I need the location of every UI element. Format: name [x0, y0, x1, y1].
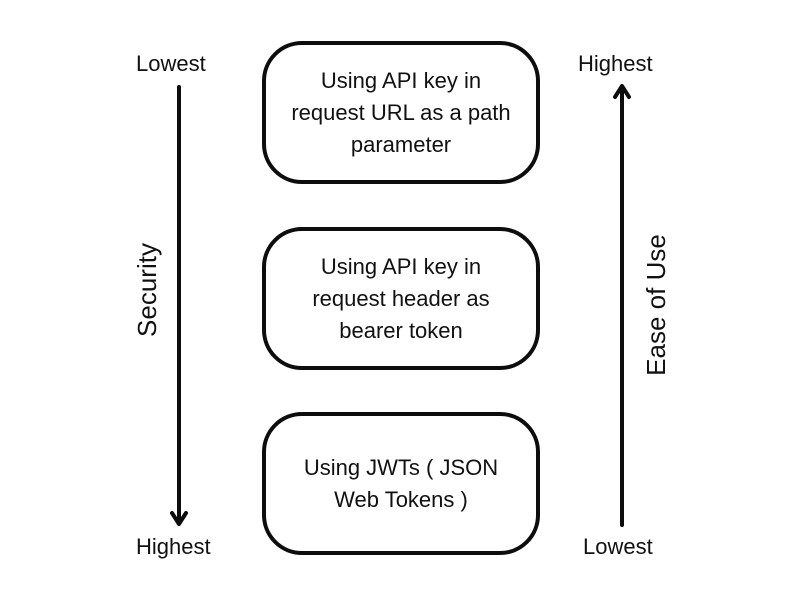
- method-box-text: Using API key in request header as beare…: [312, 253, 490, 343]
- security-axis-title: Security: [132, 243, 162, 337]
- security-top-label: Lowest: [136, 51, 206, 76]
- ease-of-use-bottom-label: Lowest: [583, 534, 653, 559]
- method-box-api-key-header: Using API key in request header as beare…: [262, 227, 540, 370]
- method-box-text: Using JWTs ( JSON Web Tokens ): [303, 454, 499, 512]
- security-bottom-label: Highest: [136, 534, 211, 559]
- security-arrow: [170, 85, 188, 526]
- ease-of-use-top-label: Highest: [578, 51, 653, 76]
- method-box-text: Using API key in request URL as a path p…: [291, 67, 511, 157]
- ease-of-use-axis-title: Ease of Use: [641, 234, 671, 376]
- ease-of-use-arrow: [613, 84, 631, 527]
- method-box-api-key-url: Using API key in request URL as a path p…: [262, 41, 540, 184]
- method-box-jwt: Using JWTs ( JSON Web Tokens ): [262, 412, 540, 555]
